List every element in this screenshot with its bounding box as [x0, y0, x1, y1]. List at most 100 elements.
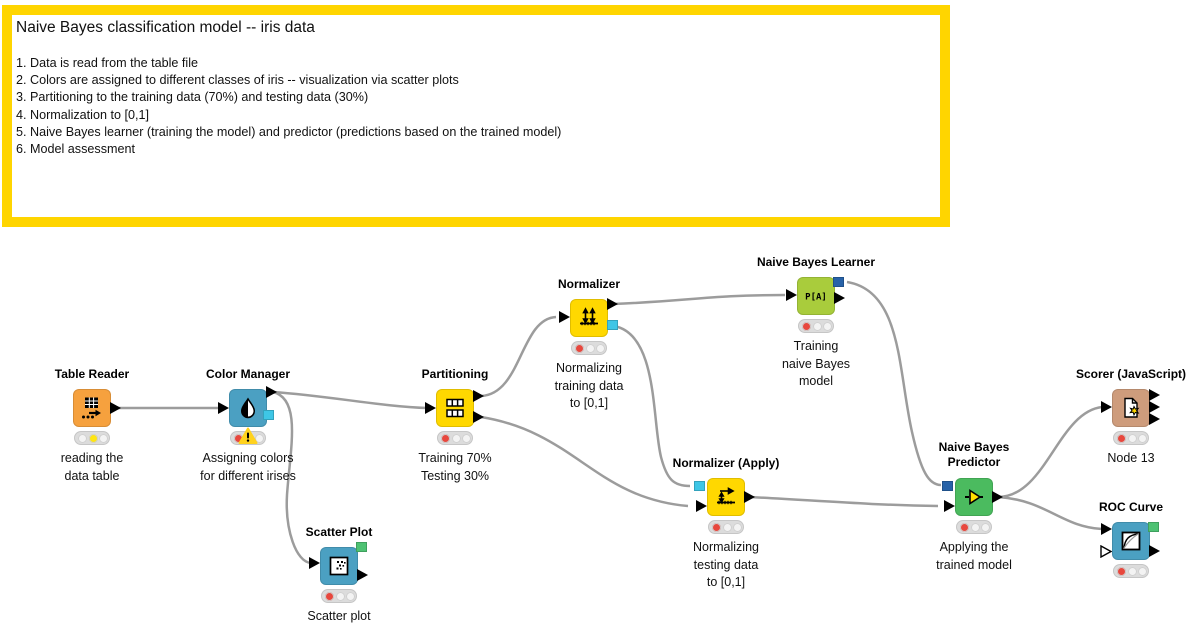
scorer-document-icon — [1124, 397, 1140, 418]
color-manager-body[interactable] — [218, 386, 277, 427]
status-light — [596, 344, 605, 353]
status-traffic-light — [321, 589, 357, 603]
status-light — [722, 523, 732, 532]
table-reader-body[interactable] — [73, 389, 121, 427]
status-traffic-light — [437, 431, 473, 445]
input-port[interactable] — [425, 402, 436, 414]
color-settings-port[interactable] — [263, 410, 274, 420]
node-title: Scatter Plot — [305, 525, 373, 539]
predictor-icon — [965, 489, 983, 505]
input-port[interactable] — [786, 289, 797, 301]
node-label: Assigning colors for different irises — [200, 451, 296, 483]
input-port[interactable] — [1101, 523, 1112, 535]
wire-partitioning-to-normalizer[interactable] — [480, 315, 557, 398]
workflow-annotation-box[interactable]: Naive Bayes classification model -- iris… — [2, 5, 950, 227]
annotation-title: Naive Bayes classification model -- iris… — [16, 19, 315, 36]
wire-normalizer-to-naive-bayes-learner[interactable] — [612, 293, 786, 306]
output-port-1[interactable] — [1149, 389, 1160, 401]
status-light-error — [441, 434, 450, 443]
partitioning-icon — [446, 398, 464, 418]
output-port-2[interactable] — [1149, 401, 1160, 413]
normalizer-model-port[interactable] — [607, 320, 618, 330]
status-light — [78, 434, 87, 443]
color-drop-icon — [241, 397, 255, 419]
view-port[interactable] — [356, 542, 367, 552]
input-port[interactable] — [559, 311, 570, 323]
node-title: Partitioning — [421, 367, 489, 381]
status-light — [733, 523, 742, 532]
node-label: Scatter plot — [307, 609, 371, 623]
input-port[interactable] — [944, 500, 955, 512]
wire-normalizer-to-normalizer-apply[interactable] — [613, 324, 691, 488]
wire-naive-bayes-predictor-to-roc-curve[interactable] — [997, 495, 1103, 531]
view-port[interactable] — [1148, 522, 1159, 532]
annotation-item: 6. Model assessment — [16, 142, 135, 157]
status-light — [462, 434, 471, 443]
output-port[interactable] — [607, 298, 618, 310]
partitioning-body[interactable] — [425, 389, 484, 427]
output-port[interactable] — [744, 491, 755, 503]
node-title: Scorer (JavaScript) — [1075, 367, 1187, 381]
wire-normalizer-apply-to-naive-bayes-predictor[interactable] — [749, 495, 939, 508]
status-light-error — [234, 434, 243, 443]
normalizer-apply-icon — [717, 487, 735, 505]
annotation-item: 1. Data is read from the table file — [16, 56, 199, 70]
model-output-port[interactable] — [833, 277, 844, 287]
node-title: ROC Curve — [1098, 500, 1163, 514]
status-light — [99, 434, 108, 443]
output-port[interactable] — [110, 402, 121, 414]
output-port[interactable] — [834, 292, 845, 304]
status-light-error — [802, 322, 811, 331]
status-light — [255, 434, 264, 443]
optional-input-port[interactable] — [1100, 545, 1112, 558]
annotation-item: 2. Colors are assigned to different clas… — [16, 73, 459, 88]
normalizer-body[interactable] — [559, 298, 618, 337]
status-light — [970, 523, 980, 532]
table-reader-icon — [82, 397, 101, 419]
status-light — [1127, 567, 1137, 576]
annotation-item: 4. Normalization to [0,1] — [16, 107, 149, 122]
status-light — [451, 434, 461, 443]
wire-color-manager-to-scatter-plot[interactable] — [272, 390, 312, 565]
status-light — [346, 592, 355, 601]
input-port[interactable] — [1101, 401, 1112, 413]
star-icon — [1129, 405, 1140, 417]
input-port[interactable] — [309, 557, 320, 569]
node-label: Training 70% Testing 30% — [418, 451, 492, 483]
output-port-training[interactable] — [473, 390, 484, 402]
status-light — [335, 592, 345, 601]
status-traffic-light — [798, 319, 834, 333]
input-port[interactable] — [696, 500, 707, 512]
status-light-error — [575, 344, 584, 353]
node-title: Naive Bayes Learner — [756, 255, 876, 269]
naive-bayes-predictor-body[interactable] — [942, 478, 1003, 516]
wire-partitioning-to-normalizer-apply[interactable] — [480, 415, 689, 508]
status-light-error — [325, 592, 334, 601]
normalizer-model-input-port[interactable] — [694, 481, 705, 491]
wire-naive-bayes-predictor-to-scorer[interactable] — [997, 405, 1103, 499]
output-port-3[interactable] — [1149, 413, 1160, 425]
status-light-configured — [88, 434, 98, 443]
output-port[interactable] — [357, 569, 368, 581]
status-light-error — [960, 523, 969, 532]
scorer-body[interactable] — [1101, 389, 1160, 427]
output-port-testing[interactable] — [473, 411, 484, 423]
roc-curve-body[interactable] — [1100, 522, 1160, 560]
scatter-plot-body[interactable] — [309, 542, 368, 585]
output-port[interactable] — [1149, 545, 1160, 557]
wire-naive-bayes-learner-to-naive-bayes-predictor[interactable] — [846, 280, 942, 487]
status-light — [1138, 567, 1147, 576]
wire-color-manager-to-partitioning[interactable] — [272, 390, 428, 410]
normalizer-apply-body[interactable] — [694, 478, 755, 516]
output-port[interactable] — [992, 491, 1003, 503]
node-title: Color Manager — [205, 367, 290, 381]
annotation-item: 5. Naive Bayes learner (training the mod… — [16, 124, 562, 139]
status-light — [812, 322, 822, 331]
input-port[interactable] — [218, 402, 229, 414]
naive-bayes-learner-body[interactable]: P[A] — [786, 277, 845, 315]
model-input-port[interactable] — [942, 481, 953, 491]
output-port[interactable] — [266, 386, 277, 398]
normalizer-icon — [580, 307, 598, 326]
